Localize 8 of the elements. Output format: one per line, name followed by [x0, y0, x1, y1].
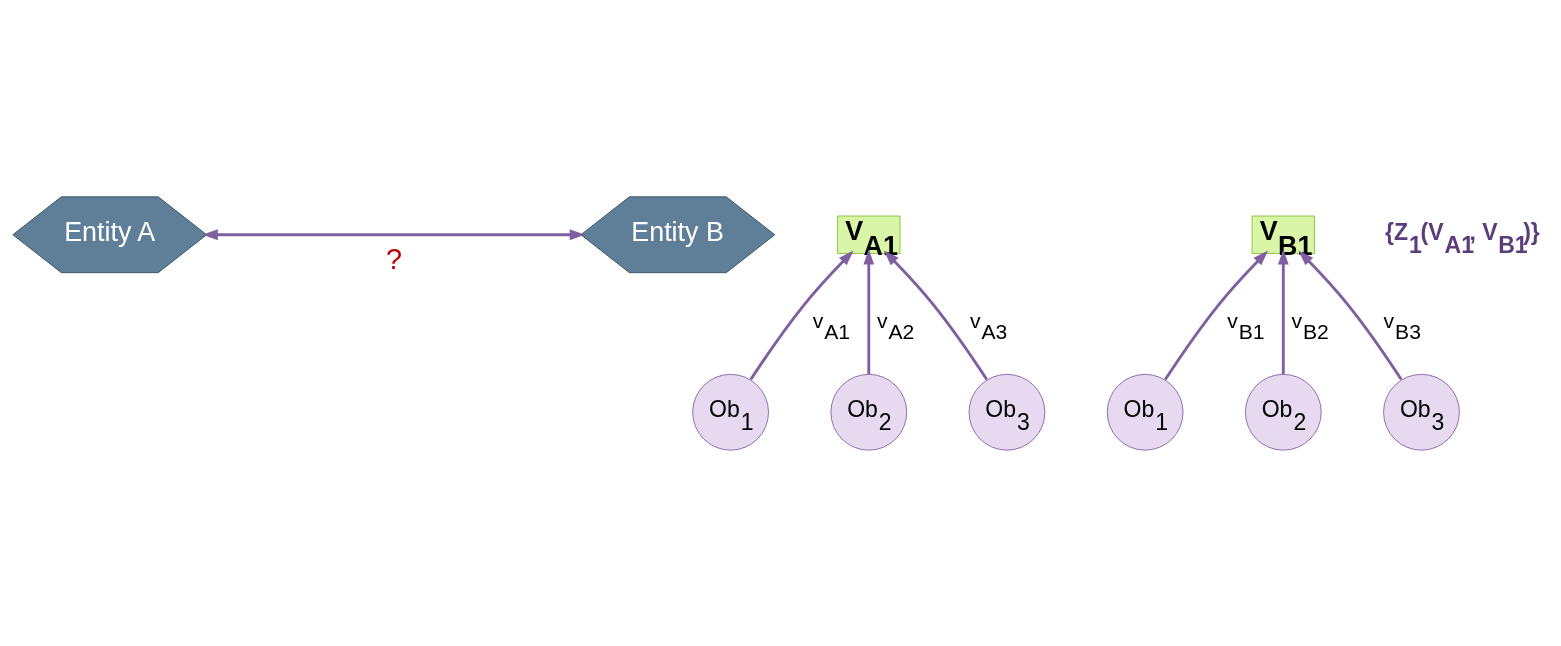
arrow: [883, 250, 988, 380]
arrow: [1164, 250, 1269, 380]
arrow: [749, 250, 854, 380]
arrow: [1298, 250, 1403, 380]
arrow: [863, 248, 875, 374]
edge-label: ?: [386, 242, 403, 275]
arrow: [1277, 248, 1289, 374]
arrow: [202, 228, 586, 240]
